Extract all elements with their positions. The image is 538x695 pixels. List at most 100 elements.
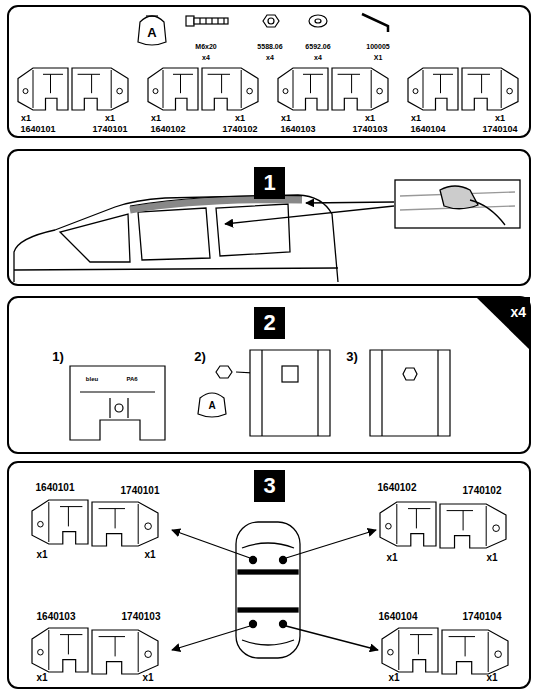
part-label: 1740102 — [222, 125, 257, 134]
part-label: 1) — [52, 350, 64, 363]
part-outline — [32, 500, 88, 544]
step-text: 3 — [263, 475, 275, 497]
part-label: x1 — [151, 114, 161, 123]
part-hole — [23, 89, 28, 94]
part-detail — [423, 70, 453, 108]
part-label: 3) — [346, 350, 358, 363]
part-label: 1740103 — [352, 125, 387, 134]
foot-part — [462, 68, 518, 110]
part-label: 6592.06 — [305, 43, 330, 50]
step-number: 2 — [254, 307, 285, 339]
part-detail — [80, 392, 155, 418]
part-label: 2) — [194, 350, 206, 363]
part-hole — [507, 88, 513, 94]
bag-tie — [146, 15, 158, 16]
part-detail — [208, 70, 242, 108]
arrow — [225, 206, 394, 224]
nut — [403, 368, 417, 380]
part-label: 1740101 — [92, 125, 127, 134]
part-outline — [18, 68, 68, 110]
foot-part — [440, 504, 506, 548]
part-hole — [413, 89, 418, 94]
foot-part — [382, 628, 438, 672]
part-hole — [117, 88, 123, 94]
part-label: x1 — [105, 114, 115, 123]
part-outline — [440, 504, 506, 548]
part-label: 5588.06 — [257, 43, 282, 50]
arrow — [286, 530, 376, 558]
part-hole — [247, 88, 253, 94]
part-hole — [493, 525, 500, 532]
nut-slot — [282, 366, 298, 382]
part-label: 1640102 — [150, 125, 185, 134]
step-number: 3 — [254, 470, 285, 502]
part-label: 1640103 — [280, 125, 315, 134]
part-label: 1640101 — [36, 483, 75, 493]
part-label: 100005 — [366, 43, 389, 50]
part-hole — [153, 89, 158, 94]
car-windows — [60, 204, 290, 262]
foot-part — [202, 68, 258, 110]
part-label: x1 — [36, 550, 47, 560]
part-hole — [283, 89, 288, 94]
part-label: x4 — [266, 54, 274, 61]
nut — [263, 15, 279, 27]
part-label: x1 — [36, 673, 47, 683]
part-outline — [332, 68, 388, 110]
part-outline — [380, 502, 436, 546]
part-detail — [163, 70, 193, 108]
panel — [8, 6, 530, 137]
arrow — [172, 626, 250, 650]
part-outline — [202, 68, 258, 110]
part-label: x1 — [486, 673, 497, 683]
part-detail — [99, 632, 139, 672]
part-outline — [92, 630, 158, 674]
bag — [198, 393, 226, 417]
cloth — [440, 186, 478, 209]
car-body — [14, 195, 338, 282]
part-label: x4 — [202, 54, 210, 61]
hand — [470, 200, 505, 225]
part-detail — [468, 70, 502, 108]
panel — [8, 150, 530, 285]
part-label: PA6 — [126, 376, 137, 382]
part-label: A — [147, 26, 156, 39]
part-detail — [49, 502, 83, 542]
inset — [395, 180, 520, 228]
foot-position — [280, 557, 287, 564]
part-label: 1740101 — [121, 486, 160, 496]
part — [70, 366, 165, 440]
panel — [8, 462, 530, 688]
part-detail — [338, 70, 372, 108]
part-detail — [49, 630, 83, 670]
part-label: x4 — [314, 54, 322, 61]
part-label: x1 — [365, 114, 375, 123]
nut — [216, 366, 232, 378]
part-hole — [115, 404, 123, 412]
car-top — [236, 522, 300, 658]
part-label: x1 — [388, 673, 399, 683]
part-detail — [397, 504, 431, 544]
washer-hole — [315, 19, 321, 23]
foot-part — [148, 68, 198, 110]
part-label: x1 — [486, 553, 497, 563]
part-hole — [38, 521, 44, 527]
count-tag: x4 — [476, 297, 530, 350]
part-hole — [145, 651, 152, 658]
foot-position — [250, 557, 257, 564]
part-outline — [32, 628, 88, 672]
part-detail — [447, 506, 487, 546]
part-outline — [72, 68, 128, 110]
allen-key — [362, 14, 388, 32]
foot-part — [442, 630, 508, 674]
count-text: x4 — [510, 305, 526, 319]
roof-bar — [238, 570, 298, 574]
arrow — [306, 202, 394, 203]
part-hole — [377, 88, 383, 94]
foot-part — [380, 502, 436, 546]
foot-part — [72, 68, 128, 110]
part-hole — [38, 649, 44, 655]
foot-position — [280, 621, 287, 628]
